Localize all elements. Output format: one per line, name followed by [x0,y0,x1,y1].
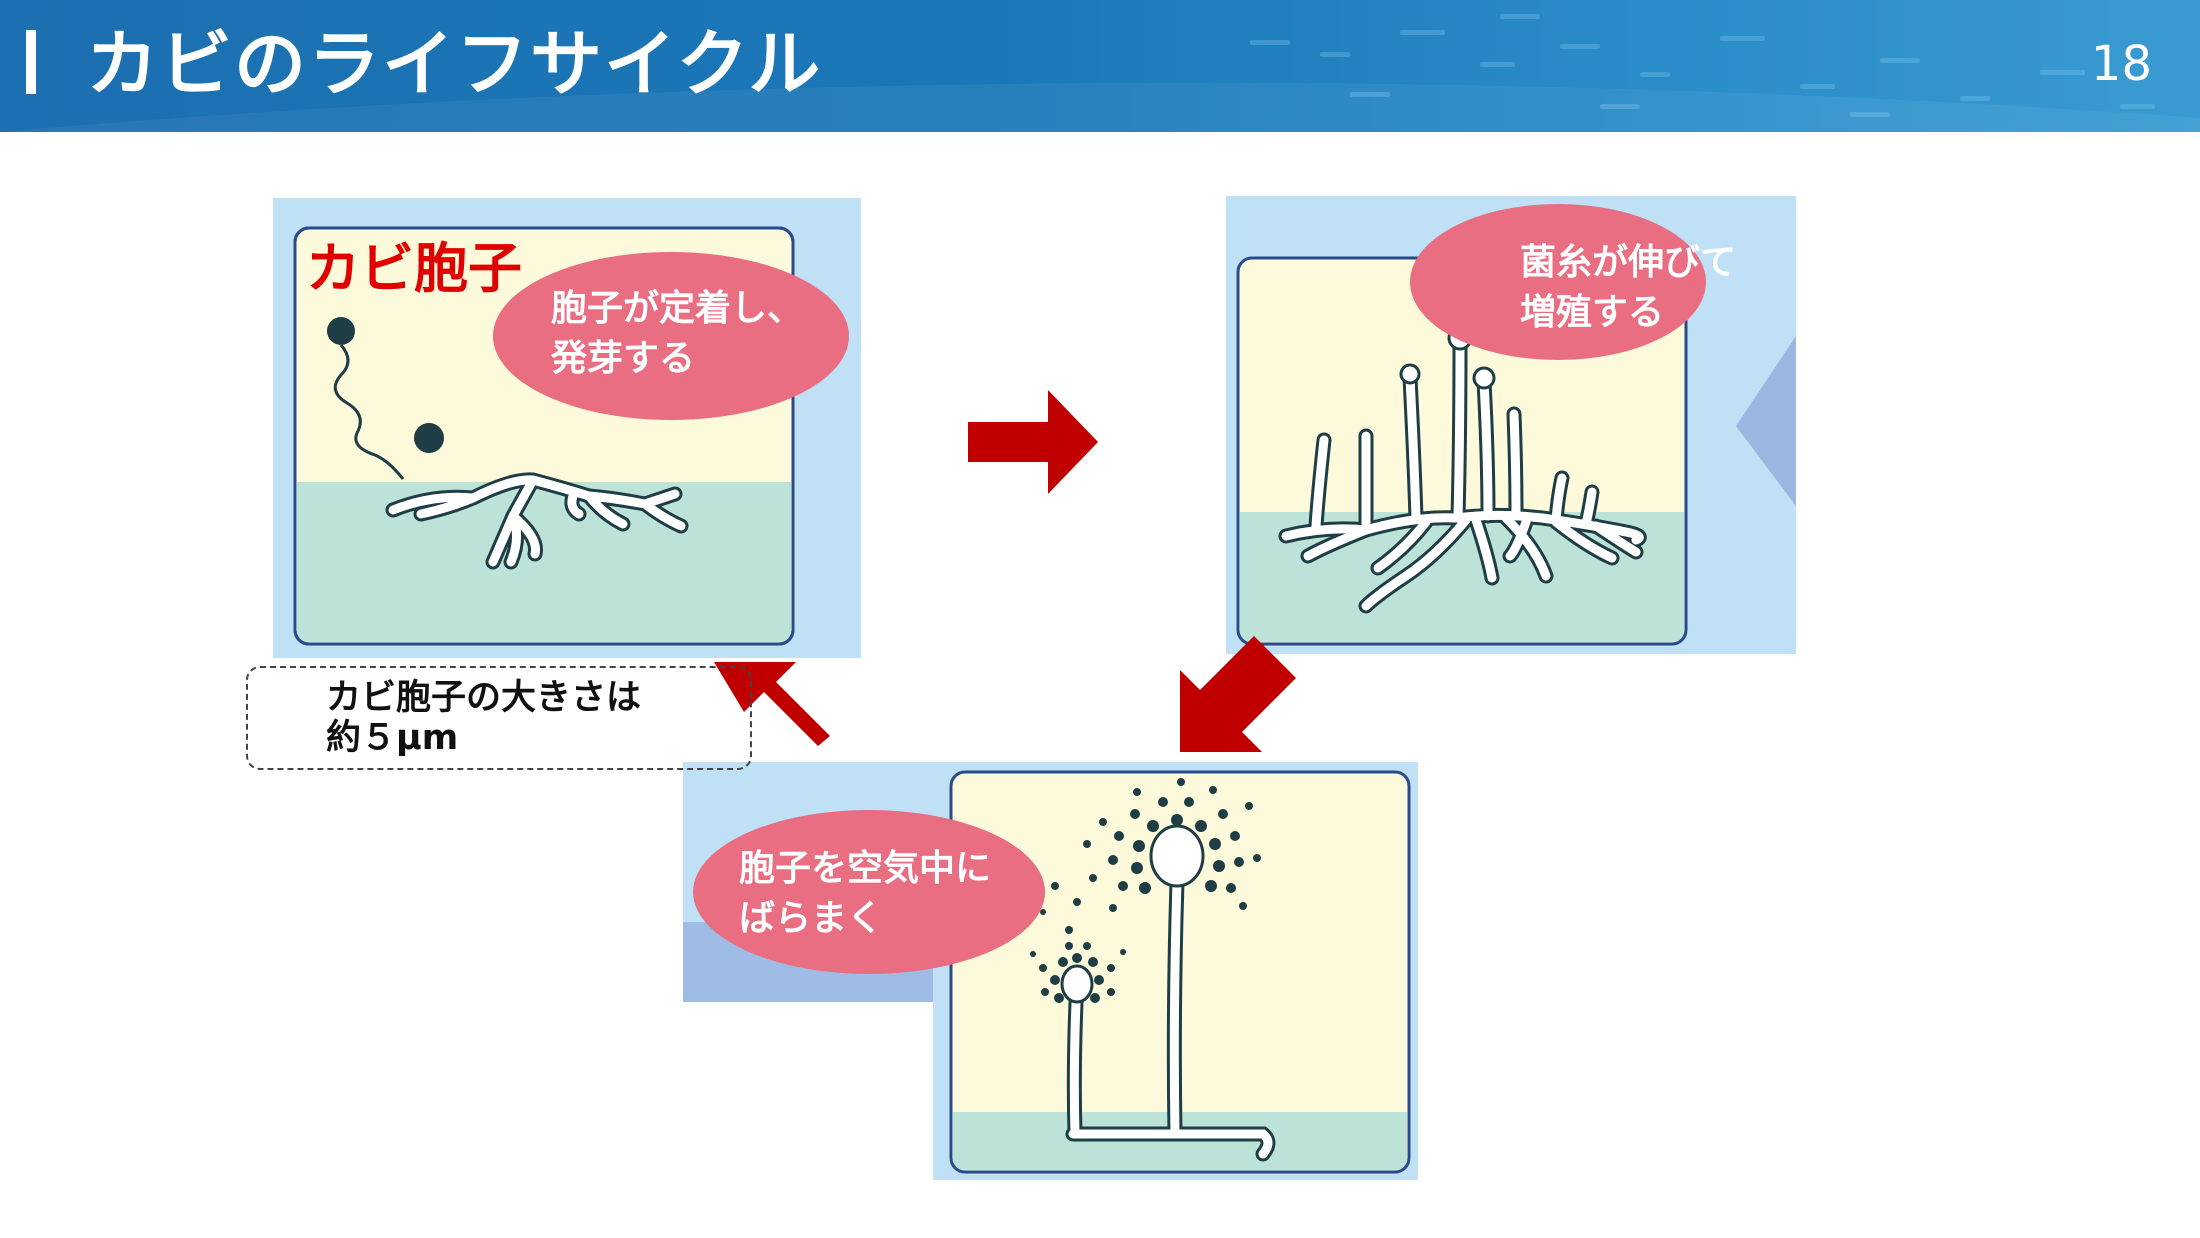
arrow-right-icon [968,390,1098,494]
panel-hyphae-growth: 菌糸が伸びて 増殖する [1226,196,1796,654]
header-pattern [0,14,2200,132]
germinating-hypha-icon [385,472,689,570]
panel-spore-germination: カビ胞子 胞子が定着し、 発芽する [273,198,861,658]
release-caption-line2: ばらまく [739,898,884,939]
spore-release-illustration [683,762,1418,1180]
spore-drift-icon [327,317,444,480]
hyphae-caption-line1: 菌糸が伸びて [1520,242,1737,283]
spore-caption-line1: 胞子が定着し、 [551,288,804,329]
hyphae-growth-illustration [1226,196,1796,654]
page-title: カビのライフサイクル [86,22,823,106]
spore-size-note: カビ胞子の大きさは 約５μm [246,666,752,770]
spore-size-text: カビ胞子の大きさは 約５μm [326,678,642,758]
mycelium-icon [1278,325,1647,614]
caption-bubble [693,810,1045,974]
panel-spore-release: 胞子を空気中に ばらまく [683,762,1418,1180]
page-number: 18 [2090,36,2152,92]
header-banner: カビのライフサイクル 18 [0,0,2200,132]
spore-germination-illustration [273,198,861,658]
caption-bubble [1410,204,1706,360]
header-accent-bar [26,30,36,94]
spore-caption-line2: 発芽する [551,338,696,379]
spore-title: カビ胞子 [306,237,522,300]
release-caption-line1: 胞子を空気中に [739,848,992,889]
hyphae-caption-line2: 増殖する [1520,292,1665,333]
caption-bubble [493,252,849,420]
sporangium-icon [1030,778,1276,1162]
